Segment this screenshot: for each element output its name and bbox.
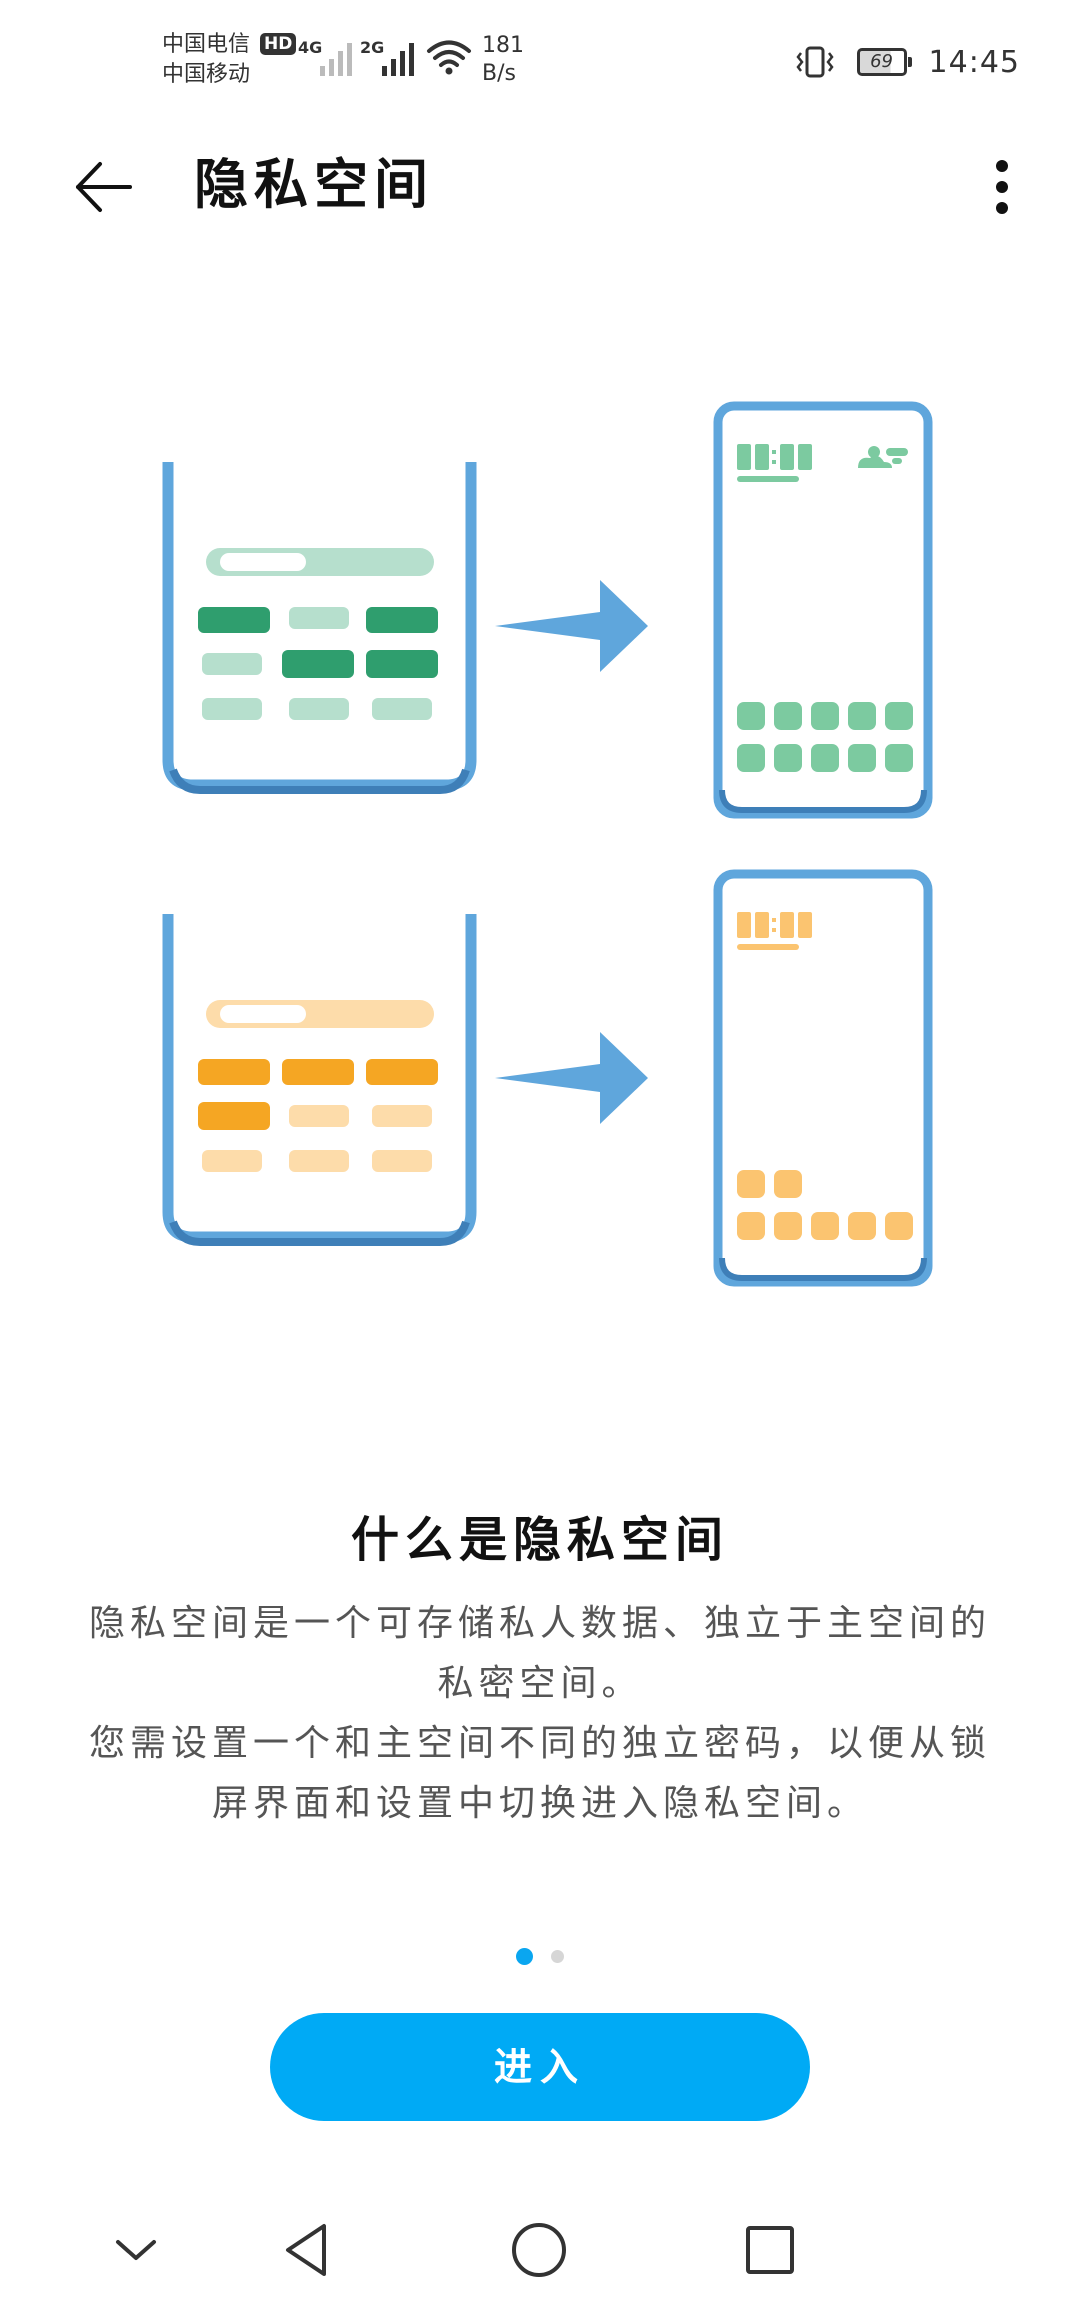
back-button[interactable] — [70, 152, 140, 222]
page-indicator — [0, 1946, 1080, 1966]
vibrate-icon — [795, 46, 834, 78]
description-paragraph-2: 您需设置一个和主空间不同的独立密码，以便从锁屏界面和设置中切换进入隐私空间。 — [88, 1723, 991, 1824]
network-speed: 181 B/s — [482, 32, 524, 88]
enter-button[interactable]: 进入 — [270, 2013, 810, 2121]
carrier-2-label: 中国移动 — [162, 62, 251, 87]
battery-icon: 69 — [856, 48, 912, 76]
description-paragraph-1: 隐私空间是一个可存储私人数据、独立于主空间的私密空间。 — [88, 1603, 991, 1704]
status-bar: 中国电信 中国移动 HD 4G 2G — [0, 0, 1080, 120]
private-space-illustration — [162, 401, 933, 1287]
carrier-1-label: 中国电信 — [162, 32, 251, 57]
nav-home-button[interactable] — [507, 2218, 571, 2282]
section-heading: 什么是隐私空间 — [350, 1512, 729, 1568]
collapse-button[interactable] — [104, 2218, 168, 2282]
page-dot[interactable] — [551, 1949, 564, 1963]
carrier-info: 中国电信 中国移动 — [162, 30, 250, 90]
page-dot-active[interactable] — [516, 1947, 533, 1965]
battery-level: 69 — [870, 51, 893, 72]
speed-value: 181 — [482, 33, 524, 58]
home-circle-icon — [512, 2223, 566, 2277]
private-phone-illustration — [713, 401, 933, 819]
status-right-group: 69 14:45 — [795, 40, 1020, 84]
arrow-right-icon — [495, 580, 648, 672]
hd-badge: HD — [260, 33, 297, 55]
main-space-drawer-illustration — [162, 462, 477, 794]
clock: 14:45 — [928, 44, 1020, 80]
speed-unit: B/s — [482, 61, 516, 86]
arrow-right-icon — [495, 1032, 648, 1124]
more-vertical-icon — [996, 160, 1008, 214]
more-options-button[interactable] — [972, 152, 1032, 222]
page-title: 隐私空间 — [194, 153, 434, 216]
back-arrow-icon — [76, 162, 132, 212]
recents-square-icon — [746, 2226, 794, 2274]
description: 隐私空间是一个可存储私人数据、独立于主空间的私密空间。 您需设置一个和主空间不同… — [70, 1594, 1010, 1834]
back-triangle-icon — [286, 2224, 326, 2276]
nav-recents-button[interactable] — [738, 2218, 802, 2282]
private-space-drawer-illustration — [162, 914, 477, 1246]
network-2-label: 2G — [360, 38, 385, 57]
network-1-label: 4G — [298, 38, 323, 57]
navigation-bar — [0, 2190, 1080, 2310]
wifi-icon — [427, 40, 471, 75]
private-phone-illustration — [713, 869, 933, 1287]
nav-back-button[interactable] — [276, 2218, 340, 2282]
collapse-icon — [116, 2240, 156, 2260]
toolbar: 隐私空间 — [0, 130, 1080, 240]
